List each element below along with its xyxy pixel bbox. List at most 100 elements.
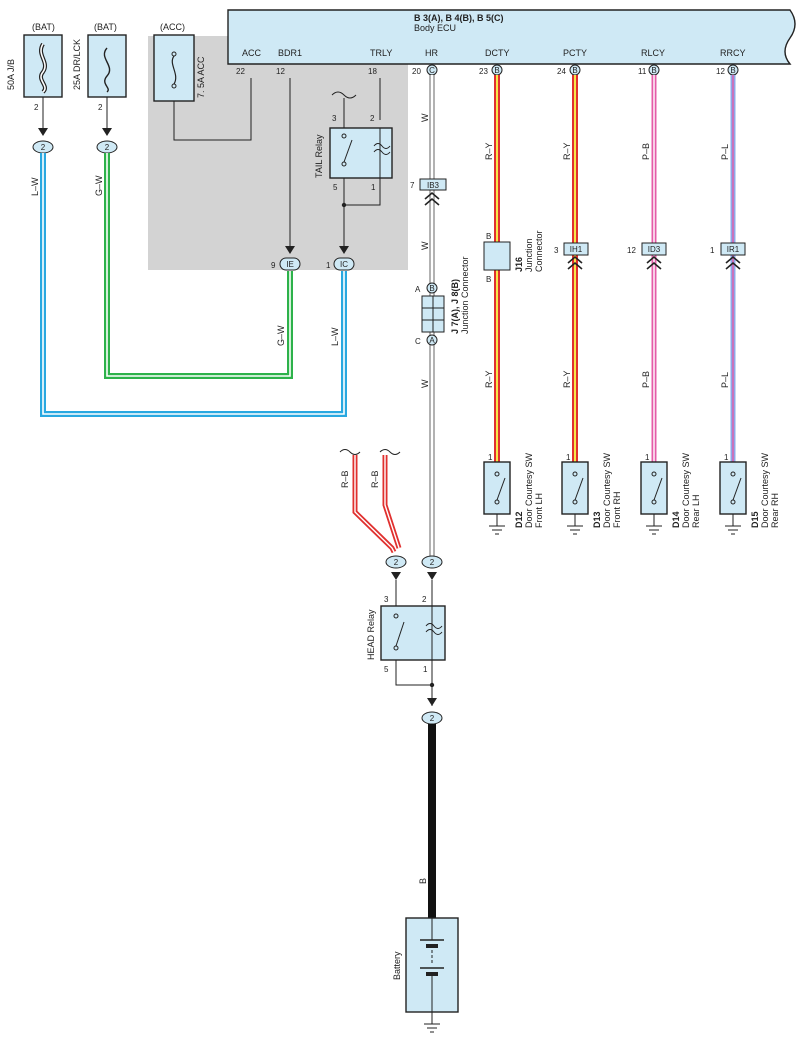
svg-text:2: 2 (41, 143, 46, 152)
ecu-subtitle: Body ECU (414, 23, 456, 33)
wire-label-pb-1: P–B (641, 143, 651, 160)
junction-j7-j8: A B C A J 7(A), J 8(B) Junction Connecto… (415, 256, 470, 346)
svg-text:D13: D13 (592, 511, 602, 528)
svg-text:1: 1 (724, 453, 729, 462)
svg-text:B: B (486, 275, 491, 284)
connector-id3: 12 ID3 (627, 242, 667, 270)
wire-lw-blue (40, 153, 347, 417)
svg-text:1: 1 (371, 183, 376, 192)
wire-label-lw-2: L–W (330, 327, 340, 346)
wire-label-ry-4: R–Y (562, 370, 572, 388)
svg-text:A: A (415, 285, 421, 294)
svg-text:D15: D15 (750, 511, 760, 528)
ecu-pin-bdr1: 12 (276, 67, 285, 76)
switch-d12: 1 D12 Door Courtesy SW Front LH (483, 452, 544, 535)
svg-text:3: 3 (384, 595, 389, 604)
connector-ih1: 3 IH1 (554, 242, 589, 270)
wire-label-b: B (418, 878, 428, 884)
svg-text:IR1: IR1 (727, 245, 740, 254)
wire-label-pl-1: P–L (720, 144, 730, 160)
svg-text:2: 2 (430, 714, 435, 723)
junction-j16: B B J16 Junction Connector (483, 230, 544, 284)
svg-text:Door Courtesy SW: Door Courtesy SW (760, 452, 770, 528)
splice-fuse-1: 2 (32, 97, 54, 154)
fuse-75a-acc: (ACC) 7. 5A ACC (153, 22, 206, 102)
svg-text:IH1: IH1 (570, 245, 583, 254)
svg-text:5: 5 (333, 183, 338, 192)
connector-ic: 1 IC (326, 246, 355, 271)
wire-label-ry-1: R–Y (484, 142, 494, 160)
svg-text:B: B (730, 66, 735, 75)
svg-text:Rear RH: Rear RH (770, 493, 780, 528)
svg-text:C: C (429, 66, 435, 75)
svg-text:IB3: IB3 (427, 181, 440, 190)
svg-text:1: 1 (645, 453, 650, 462)
svg-text:Junction Connector: Junction Connector (460, 256, 470, 334)
fuse-50a-jb: (BAT) 50A J/B 2 (6, 22, 63, 112)
svg-text:2: 2 (430, 558, 435, 567)
ecu-pin-acc: 22 (236, 67, 245, 76)
ecu-terminal-rrcy: RRCY (720, 48, 746, 58)
ecu-title: B 3(A), B 4(B), B 5(C) (414, 13, 504, 23)
fuse-25a-drlck: (BAT) 25A DR/LCK 2 (72, 22, 127, 112)
ecu-terminal-bdr1: BDR1 (278, 48, 302, 58)
svg-text:7. 5A ACC: 7. 5A ACC (196, 56, 206, 98)
svg-text:J 7(A), J 8(B): J 7(A), J 8(B) (450, 279, 460, 334)
wire-label-w-1: W (420, 113, 430, 122)
svg-text:1: 1 (566, 453, 571, 462)
splice-battery: 2 (421, 711, 443, 725)
tail-relay: 3 2 TAIL Relay 5 1 (314, 91, 393, 248)
svg-text:9: 9 (271, 261, 276, 270)
svg-text:ID3: ID3 (648, 245, 661, 254)
switch-d13: 1 D13 Door Courtesy SW Front RH (561, 452, 622, 535)
wire-label-pb-2: P–B (641, 371, 651, 388)
svg-text:2: 2 (105, 143, 110, 152)
svg-text:Junction: Junction (524, 238, 534, 272)
svg-text:B: B (429, 284, 434, 293)
svg-text:D14: D14 (671, 511, 681, 528)
wire-label-ry-3: R–Y (562, 142, 572, 160)
svg-text:B: B (494, 66, 499, 75)
ecu-connector-dcty: B (491, 64, 503, 76)
splice-head-2: 2 (421, 555, 443, 580)
svg-text:Front RH: Front RH (612, 491, 622, 528)
svg-text:IE: IE (286, 260, 294, 269)
ecu-connector-rrcy: B (727, 64, 739, 76)
ecu-pin-trly: 18 (368, 67, 377, 76)
battery: Battery (392, 917, 459, 1033)
svg-text:Connector: Connector (534, 230, 544, 272)
svg-text:3: 3 (332, 114, 337, 123)
ecu-terminal-hr: HR (425, 48, 438, 58)
ecu-connector-rlcy: B (648, 64, 660, 76)
svg-text:HEAD Relay: HEAD Relay (366, 609, 376, 660)
connector-ir1: 1 IR1 (710, 242, 746, 270)
svg-text:Door Courtesy SW: Door Courtesy SW (524, 452, 534, 528)
svg-text:(BAT): (BAT) (32, 22, 55, 32)
svg-text:Rear LH: Rear LH (691, 494, 701, 528)
wire-label-w-2: W (420, 241, 430, 250)
ecu-terminal-dcty: DCTY (485, 48, 510, 58)
svg-text:2: 2 (34, 103, 39, 112)
ecu-terminal-trly: TRLY (370, 48, 392, 58)
ecu-pin-rrcy: 12 (716, 67, 725, 76)
switch-d14: 1 D14 Door Courtesy SW Rear LH (640, 452, 701, 535)
connector-ie: 9 IE (271, 246, 301, 271)
ecu-connector-pcty: B (569, 64, 581, 76)
splice-head-1: 2 (385, 555, 407, 580)
wire-label-lw-1: L–W (30, 177, 40, 196)
svg-text:J16: J16 (514, 257, 524, 272)
svg-text:D12: D12 (514, 511, 524, 528)
svg-text:B: B (572, 66, 577, 75)
svg-text:12: 12 (627, 246, 636, 255)
wire-label-rb-1: R–B (340, 470, 350, 488)
svg-text:(BAT): (BAT) (94, 22, 117, 32)
wire-gw-green (104, 153, 293, 379)
svg-text:B: B (651, 66, 656, 75)
svg-text:50A J/B: 50A J/B (6, 59, 16, 90)
svg-text:Battery: Battery (392, 951, 402, 980)
wire-label-rb-2: R–B (370, 470, 380, 488)
svg-text:2: 2 (98, 103, 103, 112)
ecu-pin-hr: 20 (412, 67, 421, 76)
svg-text:TAIL Relay: TAIL Relay (314, 134, 324, 178)
